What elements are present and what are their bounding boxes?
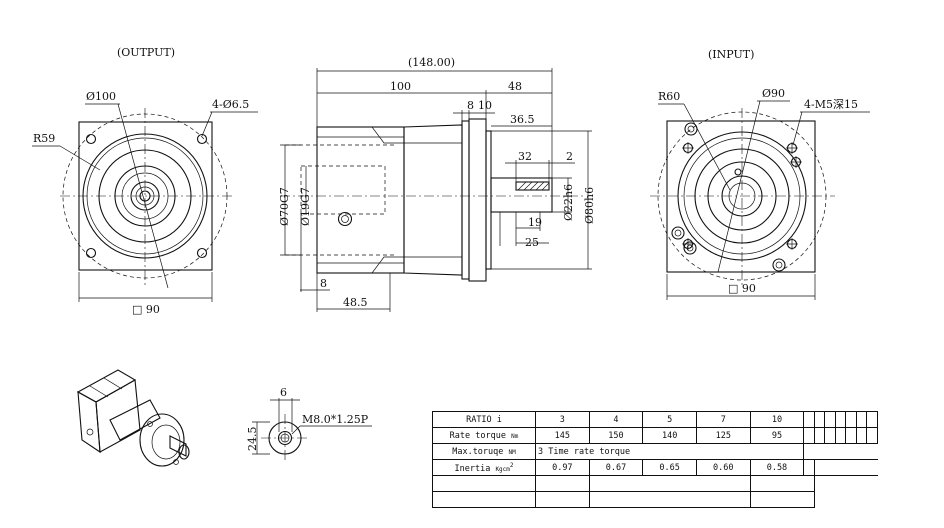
- torque-cell: 145: [535, 427, 590, 444]
- table-row: [432, 475, 878, 492]
- output-radius-label: R59: [33, 132, 55, 145]
- dim-8-bottom: 8: [320, 277, 327, 290]
- table-row: RATIO i 3 4 5 7 10: [432, 411, 878, 428]
- dim-19: 19: [528, 216, 542, 229]
- table-row: Rate torque Nm 145 150 140 125 95: [432, 427, 878, 444]
- input-view: (INPUT): [650, 48, 870, 300]
- spec-table: RATIO i 3 4 5 7 10 Rate torque Nm 145 15…: [432, 411, 878, 508]
- dim-25: 25: [525, 236, 539, 249]
- dim-48-5: 48.5: [343, 296, 368, 309]
- dim-shaft-diameter: Ø22h6: [562, 184, 575, 221]
- dim-bore-outer: Ø70G7: [278, 187, 291, 226]
- inertia-cell: 0.67: [588, 459, 644, 476]
- isometric-view: [76, 369, 190, 467]
- dim-body-length: 100: [390, 80, 411, 93]
- dim-pilot-diameter: Ø80h6: [583, 187, 596, 224]
- dim-32: 32: [518, 150, 532, 163]
- inertia-cell: 0.58: [749, 459, 805, 476]
- dim-shaft-length: 48: [508, 80, 522, 93]
- ratio-cell: 4: [588, 411, 644, 428]
- rate-torque-label: Rate torque Nm: [432, 427, 536, 444]
- torque-cell: 150: [588, 427, 644, 444]
- output-square-label: □ 90: [132, 303, 160, 316]
- ratio-label: RATIO i: [432, 411, 536, 428]
- table-row: Max.toruqe NM 3 Time rate torque: [432, 443, 878, 460]
- dim-overall: (148.00): [408, 56, 455, 69]
- output-title: (OUTPUT): [117, 46, 175, 59]
- side-view: (148.00) 100 48 8 10 36.5 32 2 Ø22h6 Ø80…: [278, 56, 596, 312]
- input-tapped-label: 4-M5深15: [804, 98, 858, 111]
- shaft-height-label: 24.5: [246, 427, 259, 452]
- output-pcd-label: Ø100: [86, 90, 116, 103]
- torque-cell: 125: [695, 427, 751, 444]
- ratio-cell: 5: [642, 411, 697, 428]
- dim-8-top: 8: [467, 99, 474, 112]
- output-holes-label: 4-Ø6.5: [212, 98, 249, 111]
- inertia-cell: 0.97: [535, 459, 590, 476]
- torque-cell: 95: [749, 427, 805, 444]
- table-row: [432, 491, 878, 508]
- dim-36-5: 36.5: [510, 113, 535, 126]
- ratio-cell: 10: [749, 411, 805, 428]
- ratio-cell: 7: [695, 411, 751, 428]
- torque-cell: 140: [642, 427, 697, 444]
- ratio-cell: 3: [535, 411, 590, 428]
- inertia-cell: 0.60: [695, 459, 751, 476]
- shaft-thread-label: M8.0*1.25P: [302, 413, 369, 426]
- shaft-end-view: 6 24.5 M8.0*1.25P: [246, 386, 372, 462]
- tapped-hole-marks: [682, 142, 802, 250]
- output-view: (OUTPUT) Ø100 4-Ø6.5 R59 □ 90: [32, 46, 258, 316]
- inertia-label: Inertia Kgcm2: [432, 459, 536, 476]
- max-torque-value: 3 Time rate torque: [534, 443, 805, 460]
- input-radius-label: R60: [658, 90, 680, 103]
- dim-10: 10: [478, 99, 492, 112]
- table-row: Inertia Kgcm2 0.97 0.67 0.65 0.60 0.58: [432, 459, 878, 476]
- input-title: (INPUT): [708, 48, 754, 61]
- inertia-cell: 0.65: [642, 459, 697, 476]
- dim-bore-inner: Ø19G7: [299, 187, 312, 226]
- input-pcd-label: Ø90: [762, 87, 785, 100]
- shaft-width-label: 6: [280, 386, 287, 399]
- max-torque-label: Max.toruqe NM: [432, 443, 536, 460]
- keyway-hatch: [517, 181, 550, 191]
- dim-2: 2: [566, 150, 573, 163]
- input-square-label: □ 90: [728, 282, 756, 295]
